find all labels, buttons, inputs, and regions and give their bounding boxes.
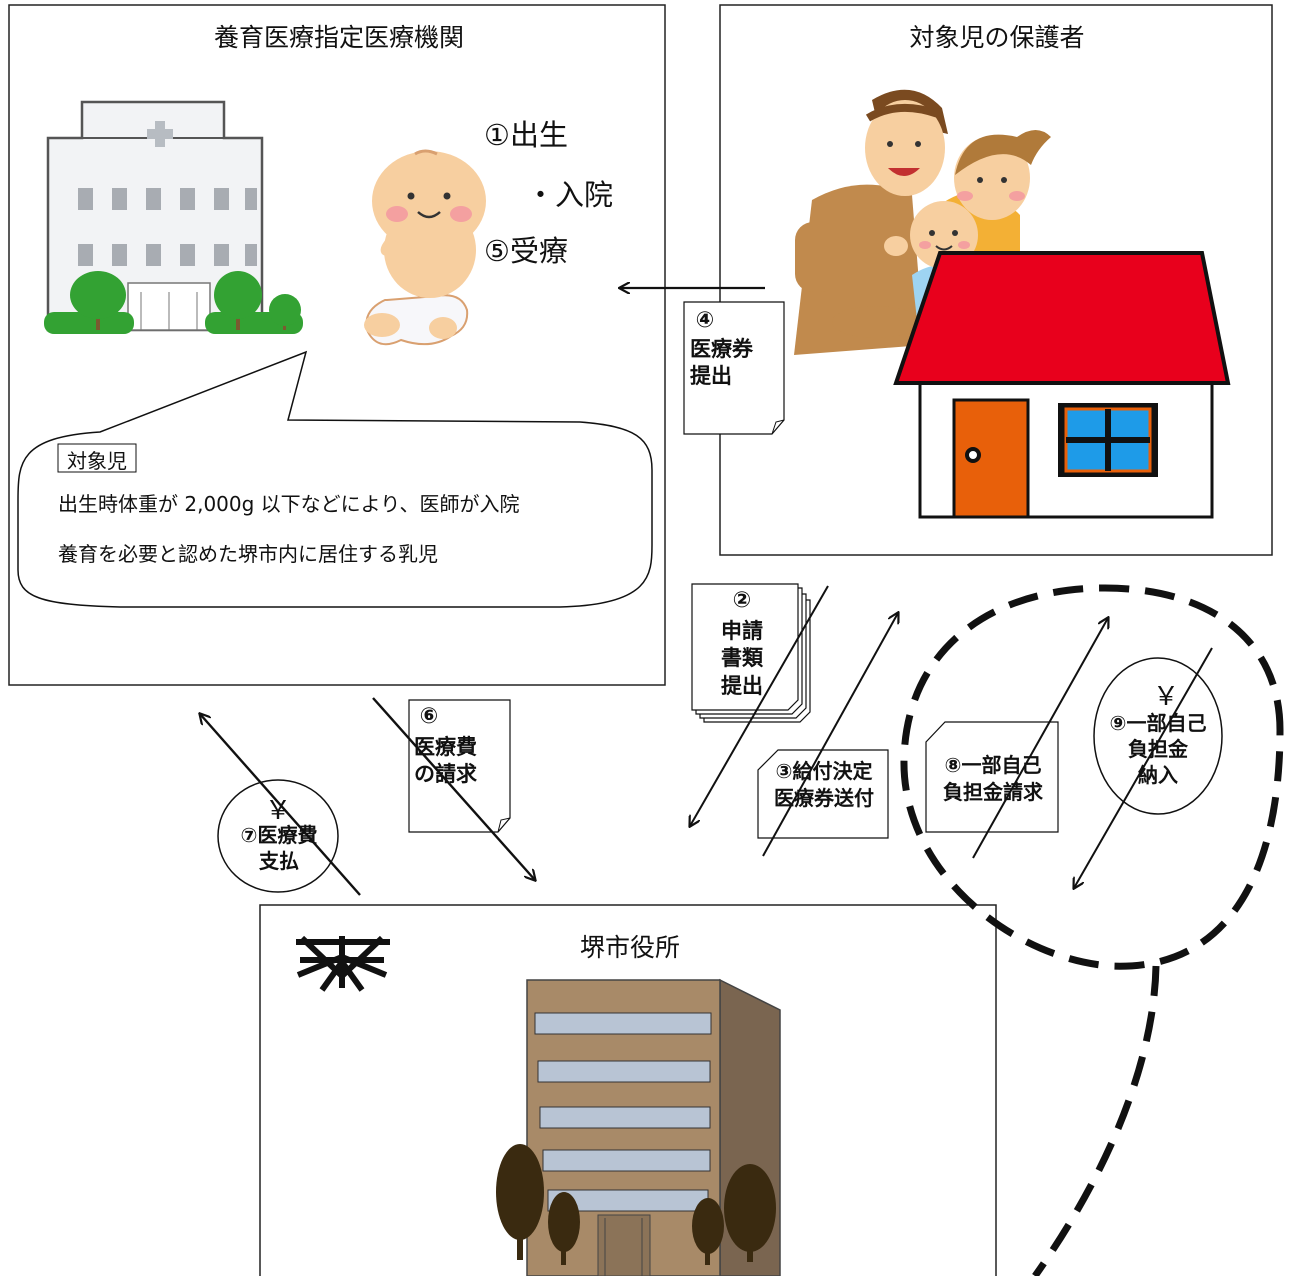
doc-step2 xyxy=(691,583,811,723)
step9-label: ⑨一部自己 負担金 納入 xyxy=(1109,711,1207,787)
step6-label: 医療費 の請求 xyxy=(414,735,477,787)
step7-yen-icon: ￥ xyxy=(264,796,291,826)
arrow-step9-to-city xyxy=(1074,647,1213,888)
arrow-step3-to-guardian xyxy=(762,613,898,857)
baby-icon xyxy=(364,149,486,346)
step3-label: ③給付決定 医療券送付 xyxy=(774,759,874,810)
house-icon xyxy=(893,251,1231,519)
step4-label: 医療券 提出 xyxy=(690,337,753,389)
step1-admission-label: ・入院 xyxy=(526,178,614,212)
step2-number: ② xyxy=(732,588,752,613)
hospital-icon xyxy=(44,100,303,334)
doc-step6 xyxy=(408,699,511,833)
subject-heading: 対象児 xyxy=(67,449,127,473)
payment-circle-step7 xyxy=(217,779,339,893)
self-pay-dashed-boundary xyxy=(900,584,1284,970)
subject-heading-box xyxy=(57,443,137,473)
step8-label: ⑧一部自己 負担金請求 xyxy=(943,753,1043,804)
hospital-tree-icon xyxy=(44,271,303,334)
arrow-step8-to-guardian xyxy=(972,618,1108,859)
subject-line1: 出生時体重が 2,000g 以下などにより、医師が入院 xyxy=(58,492,520,516)
payment-circle-step9 xyxy=(1093,657,1223,815)
step4-number: ④ xyxy=(695,308,715,333)
hospital-panel-title: 養育医療指定医療機関 xyxy=(213,23,464,52)
sakai-city-emblem-icon xyxy=(296,935,390,992)
doc-step8 xyxy=(925,721,1059,833)
step1-birth-label: ①出生 xyxy=(484,118,568,152)
city-panel-title: 堺市役所 xyxy=(579,933,680,962)
guardian-panel-title: 対象児の保護者 xyxy=(909,23,1085,52)
arrow-step2-to-city xyxy=(690,585,829,826)
step2-label: 申請 書類 提出 xyxy=(721,619,763,698)
subject-line2: 養育を必要と認めた堺市内に居住する乳児 xyxy=(58,542,438,566)
step6-number: ⑥ xyxy=(419,704,439,729)
doc-step3 xyxy=(757,749,889,839)
speech-bubble xyxy=(17,350,653,608)
self-pay-dashed-tail xyxy=(1032,965,1160,1276)
step7-label: ⑦医療費 支払 xyxy=(240,823,318,873)
doc-step4 xyxy=(683,301,785,435)
arrow-step7-to-hospital xyxy=(200,714,361,896)
arrow-step6-to-city xyxy=(372,697,535,880)
step5-treatment-label: ⑤受療 xyxy=(484,234,568,268)
step9-yen-icon: ￥ xyxy=(1152,682,1179,712)
city-hall-icon xyxy=(496,978,781,1276)
